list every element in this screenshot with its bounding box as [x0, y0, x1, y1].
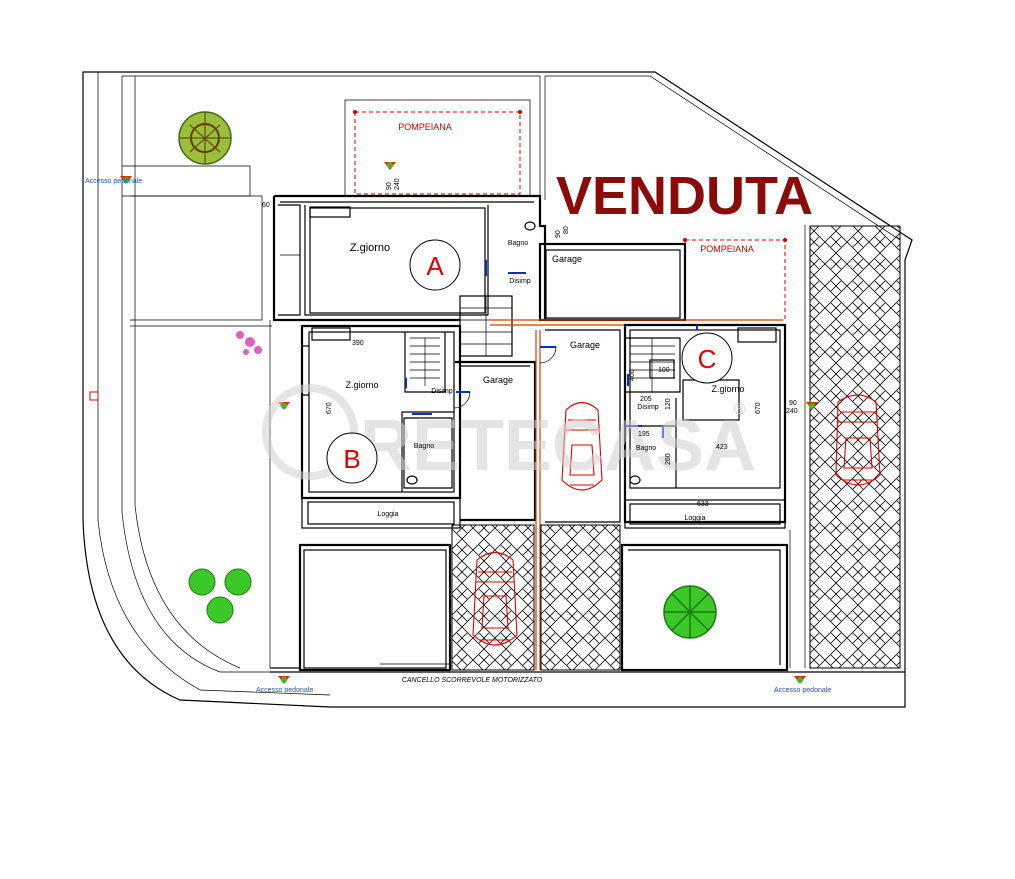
dimensions: 60 90 240 90 80 390 670 400 100 205 120 …	[262, 178, 798, 508]
unit-c-marker: C	[681, 332, 733, 384]
pergola-right-label: POMPEIANA	[700, 244, 754, 254]
watermark-text: RETECASA	[360, 406, 756, 486]
dim-423: 423	[716, 444, 728, 451]
room-c-disimp: Disimp	[637, 404, 658, 411]
unit-b-marker: B	[326, 432, 378, 484]
unit-b-letter: B	[343, 444, 360, 474]
room-c-living: Z.giorno	[711, 384, 744, 394]
dim-205: 205	[640, 396, 652, 403]
unit-c-letter: C	[698, 344, 717, 374]
room-a-bath: Bagno	[508, 240, 528, 247]
tree-bottom-right	[663, 585, 717, 639]
paving	[451, 225, 901, 671]
venduta-stamp: VENDUTA	[556, 166, 813, 226]
pergola-left: POMPEIANA	[344, 99, 531, 196]
access-pedestrian-bottom-left: Accesso pedonale	[256, 687, 313, 694]
dim-60: 60	[262, 202, 270, 209]
access-labels: Accesso pedonale Accesso pedonale Access…	[85, 178, 831, 694]
car-driveway-right	[835, 394, 881, 486]
dim-240c: 240	[786, 408, 798, 415]
dim-80: 80	[563, 226, 570, 234]
room-garage-2: Garage	[570, 340, 600, 350]
room-a-disimp: Disimp	[509, 278, 530, 285]
dim-100: 100	[658, 367, 670, 374]
pergola-left-label: POMPEIANA	[398, 122, 452, 132]
room-c-bath: Bagno	[636, 445, 656, 452]
dim-90a: 90	[386, 182, 393, 190]
unit-a-marker: A	[409, 239, 461, 291]
dim-670c: 670	[755, 402, 762, 414]
flower-shrub	[236, 331, 262, 355]
dim-670b: 670	[326, 402, 333, 414]
room-b-loggia: Loggia	[377, 511, 398, 518]
watermark: RETECASA ®	[262, 384, 756, 486]
room-a-living: Z.giorno	[350, 242, 390, 254]
dim-90b: 90	[555, 230, 562, 238]
dim-90c: 90	[789, 400, 797, 407]
access-pedestrian-bottom-right: Accesso pedonale	[774, 687, 831, 694]
tree-top-left	[178, 111, 232, 165]
dim-120: 120	[665, 398, 672, 410]
unit-a-letter: A	[426, 251, 444, 281]
watermark-reg-mark: ®	[734, 401, 746, 418]
top-garden	[122, 75, 541, 327]
room-garage-1: Garage	[483, 375, 513, 385]
car-garage	[561, 401, 603, 491]
dim-390: 390	[352, 340, 364, 347]
gate-label: CANCELLO SCORREVOLE MOTORIZZATO	[402, 677, 543, 684]
dim-195: 195	[638, 431, 650, 438]
markers	[89, 162, 818, 684]
access-pedestrian-left: Accesso pedonale	[85, 178, 142, 185]
dim-633: 633	[697, 501, 709, 508]
room-c-loggia: Loggia	[684, 515, 705, 522]
room-labels: Z.giorno Bagno Disimp Z.giorno Bagno Dis…	[345, 240, 744, 522]
room-b-living: Z.giorno	[345, 380, 378, 390]
lot-boundary	[82, 71, 913, 708]
pergola-right: POMPEIANA	[683, 238, 787, 321]
room-b-bath: Bagno	[414, 443, 434, 450]
room-b-disimp: Disimp	[431, 388, 452, 395]
dim-260: 260	[665, 453, 672, 465]
dim-400: 400	[629, 369, 636, 381]
room-garage-3: Garage	[552, 254, 582, 264]
dim-240a: 240	[394, 178, 401, 190]
bushes-left	[188, 568, 252, 624]
building-walls	[269, 194, 905, 673]
doors	[405, 260, 698, 438]
car-driveway-left	[472, 551, 518, 646]
